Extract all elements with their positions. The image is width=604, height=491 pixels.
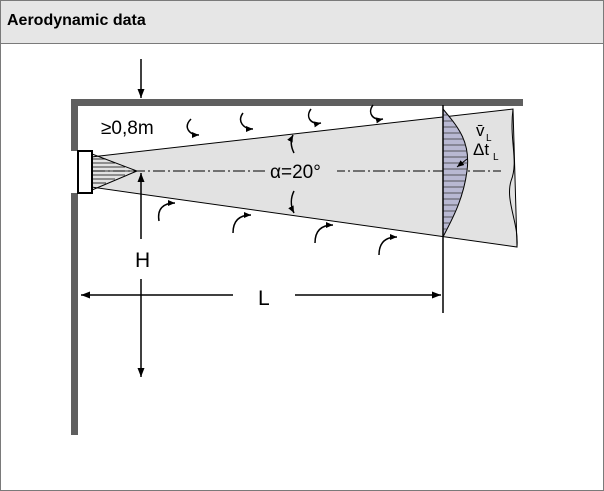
wall-upper	[71, 99, 78, 151]
ceiling	[71, 99, 523, 106]
velocity-subscript: L	[486, 133, 492, 144]
profile-pointer	[456, 158, 468, 168]
angle-arrows	[287, 134, 295, 214]
entrainment-arrows-top	[186, 104, 384, 138]
length-label: L	[258, 287, 270, 310]
angle-label-bg	[267, 160, 337, 182]
jet-edge	[509, 108, 518, 248]
air-diffuser	[77, 150, 93, 194]
wall-lower	[71, 193, 78, 435]
temperature-subscript: L	[493, 152, 499, 163]
velocity-symbol: v̄	[476, 121, 485, 140]
temperature-symbol: Δt	[473, 140, 489, 159]
panel-header: Aerodynamic data	[1, 1, 603, 44]
entrainment-arrows-bottom	[157, 200, 398, 256]
clearance-label: ≥0,8m	[101, 118, 154, 139]
panel-title: Aerodynamic data	[7, 12, 146, 29]
height-label: H	[135, 249, 150, 272]
angle-label: α=20°	[270, 162, 321, 183]
